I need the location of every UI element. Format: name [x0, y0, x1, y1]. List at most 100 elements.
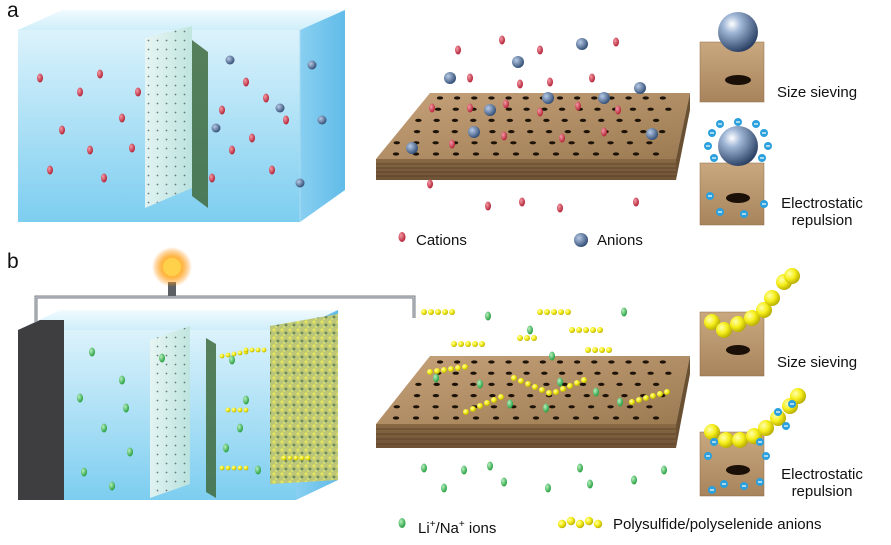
- cation: [467, 103, 473, 113]
- negative-charge: [760, 200, 768, 208]
- negative-charge: [764, 142, 772, 150]
- negative-charge: [710, 438, 718, 446]
- cation: [87, 145, 93, 155]
- polysulfide-chain: [281, 455, 311, 461]
- cation: [537, 107, 543, 117]
- li-na-ion: [501, 477, 507, 487]
- li-na-ion: [119, 375, 125, 385]
- size-sieving-label-b: Size sieving: [777, 354, 858, 371]
- legend-polysulfide-marker: [557, 516, 603, 529]
- negative-charge: [734, 118, 742, 126]
- li-na-ion: [617, 397, 623, 407]
- li-na-ion: [123, 403, 129, 413]
- anion: [317, 115, 327, 125]
- polysulfide-chain: [569, 327, 603, 333]
- legend-cations-label: Cations: [416, 232, 467, 249]
- cation: [615, 105, 621, 115]
- size-sieving-label-a: Size sieving: [777, 84, 858, 101]
- li-na-ion: [243, 395, 249, 405]
- cation: [589, 73, 595, 83]
- negative-charge: [704, 142, 712, 150]
- tank-b: [18, 310, 338, 500]
- legend-anion-marker: [574, 233, 588, 247]
- membrane-a: [376, 93, 690, 180]
- cation: [249, 133, 255, 143]
- anion: [468, 126, 480, 138]
- li-na-ion: [621, 307, 627, 317]
- size-sieving-cube-a: [699, 12, 765, 103]
- li-na-ion: [421, 463, 427, 473]
- cation: [129, 143, 135, 153]
- polysulfide-chain: [451, 341, 485, 347]
- anion: [542, 92, 554, 104]
- negative-charge: [716, 208, 724, 216]
- polysulfide-chain: [537, 309, 571, 315]
- cation: [613, 37, 619, 47]
- cation: [485, 201, 491, 211]
- negative-charge: [788, 400, 796, 408]
- cation: [519, 197, 525, 207]
- negative-charge: [740, 210, 748, 218]
- cation: [467, 73, 473, 83]
- cation: [449, 139, 455, 149]
- cation: [499, 35, 505, 45]
- negative-charge: [716, 120, 724, 128]
- li-na-ion: [587, 479, 593, 489]
- cation: [575, 101, 581, 111]
- anion: [225, 55, 235, 65]
- negative-charge: [720, 480, 728, 488]
- negative-charge: [708, 486, 716, 494]
- cation: [537, 45, 543, 55]
- li-na-ion: [255, 465, 261, 475]
- li-na-ion: [237, 423, 243, 433]
- cathode-foam: [270, 314, 338, 484]
- li-na-ion: [593, 387, 599, 397]
- electrostatic-cube-b: [699, 388, 806, 497]
- electrostatic-cube-a: [699, 118, 772, 226]
- particle-layer: [37, 35, 670, 493]
- negative-charge: [740, 482, 748, 490]
- polysulfide-chain: [585, 347, 612, 353]
- panel-b-letter: b: [7, 250, 19, 273]
- polysulfide-chain: [517, 335, 537, 341]
- legend-li-na-label: Li+/Na+ ions: [418, 519, 497, 537]
- anion: [576, 38, 588, 50]
- negative-charge: [710, 154, 718, 162]
- electrostatic-label-a: Electrostatic repulsion: [781, 195, 863, 229]
- li-na-ion: [543, 403, 549, 413]
- li-na-ion: [441, 483, 447, 493]
- li-na-ion: [545, 483, 551, 493]
- anion: [598, 92, 610, 104]
- cation: [243, 77, 249, 87]
- li-na-ion: [661, 465, 667, 475]
- cation: [503, 99, 509, 109]
- cation: [77, 87, 83, 97]
- cation: [517, 79, 523, 89]
- li-na-ion: [229, 355, 235, 365]
- li-na-ion: [101, 423, 107, 433]
- negative-charge: [752, 120, 760, 128]
- negative-charge: [756, 478, 764, 486]
- polysulfide-chain: [219, 465, 249, 471]
- cation: [209, 173, 215, 183]
- negative-charge: [774, 408, 782, 416]
- cation: [101, 173, 107, 183]
- anion: [406, 142, 418, 154]
- li-na-ion: [77, 393, 83, 403]
- polysulfide-chain: [463, 394, 504, 415]
- polysulfide-chain: [225, 407, 249, 413]
- cation: [283, 115, 289, 125]
- negative-charge: [704, 452, 712, 460]
- cation: [547, 77, 553, 87]
- cation: [47, 165, 53, 175]
- cation: [455, 45, 461, 55]
- circuit-wire: [34, 247, 416, 324]
- negative-charge: [706, 192, 714, 200]
- polysulfide-chain: [219, 349, 249, 359]
- li-na-ion: [485, 311, 491, 321]
- cation: [219, 105, 225, 115]
- negative-charge: [782, 422, 790, 430]
- anion: [211, 123, 221, 133]
- cation: [633, 197, 639, 207]
